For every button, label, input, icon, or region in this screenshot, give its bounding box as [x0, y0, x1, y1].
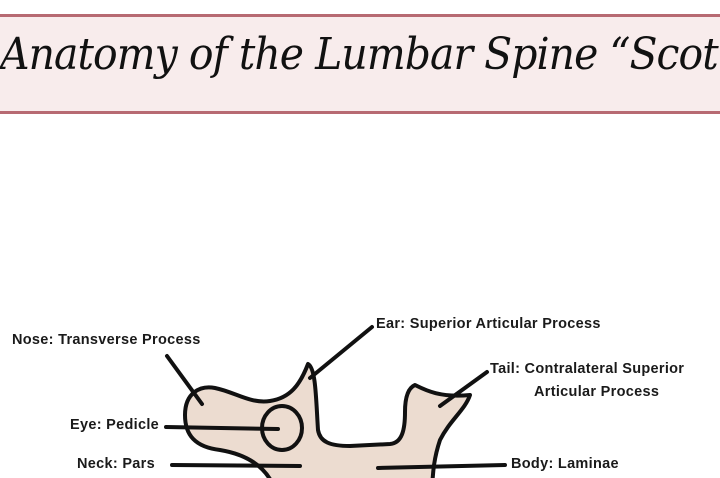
page-title: Anatomy of the Lumbar Spine “Scotty Dog” [0, 29, 720, 80]
title-banner: Anatomy of the Lumbar Spine “Scotty Dog” [0, 14, 720, 114]
label-ear: Ear: Superior Articular Process [376, 316, 601, 332]
tail-leader-line [438, 370, 489, 408]
ear-leader-line [308, 325, 374, 380]
scotty-dog-outline [183, 362, 472, 478]
label-tail-line2: Articular Process [534, 384, 660, 400]
label-tail-line1: Tail: Contralateral Superior [490, 361, 685, 377]
label-eye: Eye: Pedicle [70, 417, 160, 433]
label-neck: Neck: Pars [77, 456, 155, 472]
label-body: Body: Laminae [511, 456, 619, 472]
neck-leader-line [170, 463, 302, 468]
label-nose: Nose: Transverse Process [12, 332, 201, 348]
eye-leader-line [164, 425, 280, 431]
nose-leader-line [165, 354, 204, 406]
body-leader-line [376, 463, 507, 470]
